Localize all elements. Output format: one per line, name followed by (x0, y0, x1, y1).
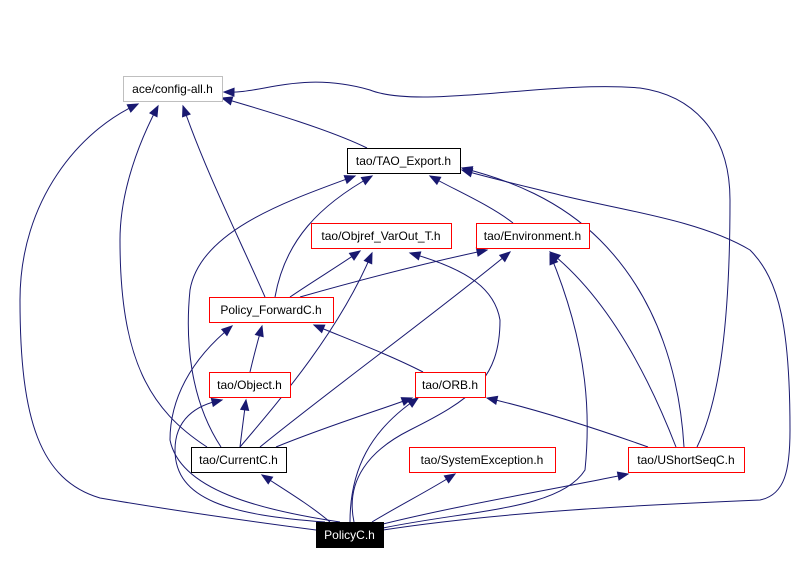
edge-orb-to-policy_forward-arrowhead (312, 324, 326, 334)
edge-policyc-to-object-arrowhead (210, 397, 224, 408)
node-box (347, 148, 461, 174)
nodes-layer: ace/config-all.h tao/TAO_Export.h tao/Objr… (123, 76, 745, 548)
edge-environment-to-tao_export (429, 175, 514, 224)
edge-policyc-to-config_all (19, 103, 317, 531)
edge-policy_forward-to-tao_export (274, 175, 373, 298)
edge-policy_forward-to-config_all (182, 105, 266, 298)
node-box (409, 447, 556, 473)
node-objref_varout[interactable]: tao/Objref_VarOut_T.h (311, 223, 452, 249)
edge-ushortseq-to-config_all (223, 81, 731, 448)
edge-policyc-to-ushortseq (382, 473, 629, 525)
edge-currentc-to-config_all-arrowhead (148, 104, 159, 118)
edge-tao_export-to-config_all (221, 97, 368, 149)
edge-tao_export-to-config_all-arrowhead (220, 96, 234, 106)
edge-currentc-to-object-arrowhead (239, 398, 250, 412)
edge-policyc-to-tao_export-arrowhead (460, 168, 474, 178)
node-box (123, 76, 223, 102)
node-ushortseq[interactable]: tao/UShortSeqC.h (628, 447, 745, 473)
edge-policyc-to-systemexception-arrowhead (443, 473, 457, 484)
edge-currentc-to-environment (259, 251, 511, 448)
node-box (209, 372, 291, 398)
node-label: tao/TAO_Export.h (356, 154, 451, 168)
edge-policy_forward-to-environment-arrowhead (475, 247, 489, 257)
node-label: PolicyC.h (324, 528, 375, 542)
edge-currentc-to-tao_export (187, 175, 356, 448)
node-config_all[interactable]: ace/config-all.h (123, 76, 223, 102)
edge-policyc-to-tao_export (382, 169, 791, 531)
edge-policyc-to-environment (382, 253, 588, 529)
edge-currentc-to-config_all (119, 105, 208, 448)
edge-currentc-to-objref_varout-arrowhead (363, 251, 373, 265)
edge-policyc-to-policy_forward-arrowhead (220, 325, 234, 337)
edge-policy_forward-to-objref_varout-arrowhead (348, 250, 362, 261)
node-label: Policy_ForwardC.h (220, 303, 321, 317)
edge-environment-to-tao_export-arrowhead (428, 175, 442, 186)
node-label: tao/SystemException.h (421, 453, 544, 467)
edge-currentc-to-objref_varout (239, 252, 373, 448)
node-box (415, 372, 486, 398)
node-label: tao/Object.h (217, 378, 282, 392)
node-box (191, 447, 287, 473)
node-object[interactable]: tao/Object.h (209, 372, 291, 398)
node-tao_export[interactable]: tao/TAO_Export.h (347, 148, 461, 174)
node-policy_forward[interactable]: Policy_ForwardC.h (209, 297, 334, 323)
edge-ushortseq-to-config_all-arrowhead (222, 87, 235, 97)
edge-policyc-to-orb (349, 397, 419, 523)
edge-policyc-to-currentc-arrowhead (260, 474, 274, 485)
edges-layer (19, 81, 791, 531)
edge-ushortseq-to-tao_export (461, 167, 685, 448)
node-box (316, 522, 384, 548)
node-currentc[interactable]: tao/CurrentC.h (191, 447, 287, 473)
node-policyc[interactable]: PolicyC.h (316, 522, 384, 548)
node-label: tao/CurrentC.h (199, 453, 278, 467)
node-label: ace/config-all.h (132, 82, 213, 96)
edge-object-to-policy_forward-arrowhead (254, 324, 264, 338)
edge-policyc-to-systemexception (371, 473, 456, 523)
edge-policyc-to-currentc (261, 474, 331, 523)
edge-ushortseq-to-environment (549, 251, 677, 448)
edge-policyc-to-policy_forward (169, 325, 341, 523)
edge-policyc-to-ushortseq-arrowhead (616, 471, 630, 481)
node-label: tao/UShortSeqC.h (637, 453, 734, 467)
edge-currentc-to-orb (275, 397, 413, 448)
node-systemexception[interactable]: tao/SystemException.h (409, 447, 556, 473)
edge-policyc-to-object (174, 399, 326, 523)
node-label: tao/Environment.h (484, 229, 581, 243)
edge-policy_forward-to-tao_export-arrowhead (360, 175, 374, 186)
edge-policyc-to-environment-arrowhead (549, 252, 559, 266)
edge-ushortseq-to-orb (486, 397, 649, 448)
edge-policy_forward-to-environment (299, 249, 488, 298)
edge-policyc-to-orb-arrowhead (406, 397, 420, 408)
edge-policy_forward-to-config_all-arrowhead (182, 104, 191, 118)
node-environment[interactable]: tao/Environment.h (476, 223, 590, 249)
node-box (311, 223, 452, 249)
edge-policyc-to-objref_varout-arrowhead (408, 251, 422, 261)
edge-ushortseq-to-orb-arrowhead (485, 395, 499, 406)
node-box (628, 447, 745, 473)
node-orb[interactable]: tao/ORB.h (415, 372, 486, 398)
node-label: tao/ORB.h (422, 378, 478, 392)
node-label: tao/Objref_VarOut_T.h (321, 229, 440, 243)
node-box (209, 297, 334, 323)
edge-currentc-to-environment-arrowhead (498, 251, 512, 263)
node-box (476, 223, 590, 249)
edge-policyc-to-config_all-arrowhead (126, 103, 140, 113)
edge-orb-to-policy_forward (313, 324, 424, 373)
edge-currentc-to-tao_export-arrowhead (343, 175, 357, 185)
